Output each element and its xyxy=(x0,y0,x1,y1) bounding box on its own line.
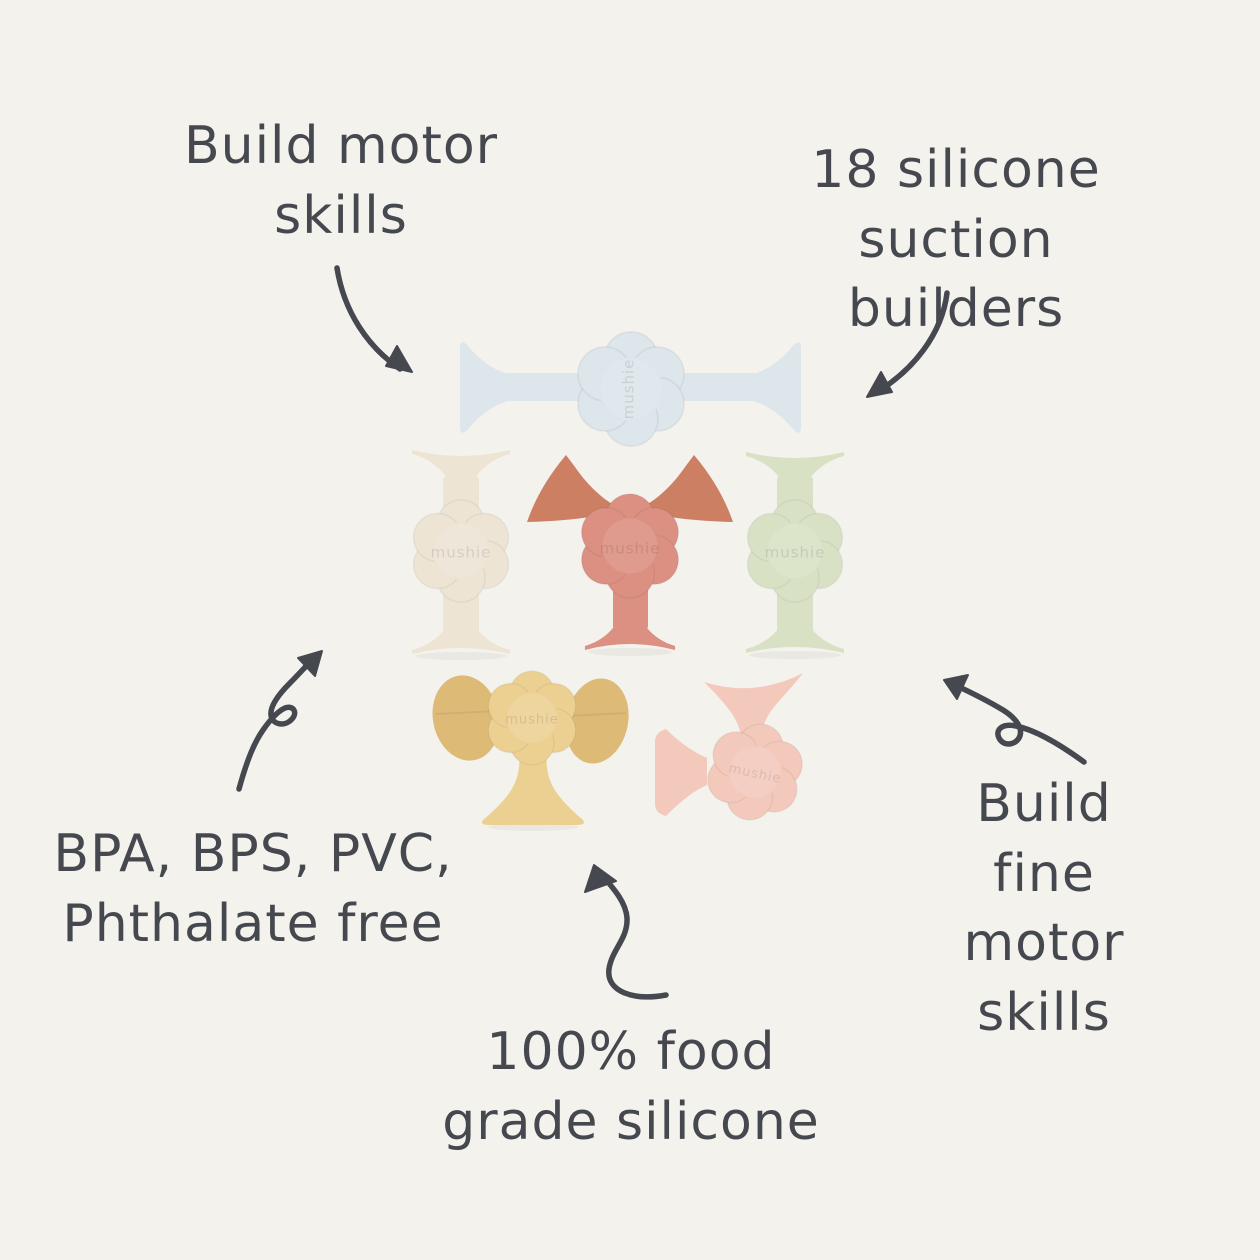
embossed-logo-text: mushie xyxy=(620,359,638,420)
label-build-fine-motor-skills: Build fine motor skills xyxy=(963,774,1125,1044)
shadow xyxy=(749,651,841,659)
suction-cup-bottom xyxy=(584,607,676,650)
toy-winged-builder-coral: mushie xyxy=(527,455,733,650)
cup-seam-line xyxy=(435,710,498,715)
stem-and-base-cup xyxy=(481,748,585,825)
suction-cup-up xyxy=(704,673,803,736)
suction-cup-wing-left xyxy=(527,455,614,522)
toy-bar-builder-blue: mushie xyxy=(460,331,801,447)
arrow-head xyxy=(866,371,893,398)
shadow xyxy=(588,648,672,656)
curved-arrow-bpa-free-icon xyxy=(236,650,323,792)
arrow-head xyxy=(297,650,323,677)
curved-arrow-build-motor-icon xyxy=(334,265,413,373)
label-18-silicone-suction-builders: 18 silicone suction builders xyxy=(811,140,1101,340)
arrow-shaft xyxy=(872,290,950,396)
suction-cup-top xyxy=(412,450,510,493)
toy-side-cup-builder-yellow: mushie xyxy=(432,670,629,825)
curved-arrow-food-grade-icon xyxy=(584,864,669,1000)
suction-cup-side-left xyxy=(432,675,500,761)
embossed-logo-text: mushie xyxy=(505,713,559,728)
suction-cup-bottom xyxy=(412,611,510,654)
shadow xyxy=(415,652,507,660)
suction-cup-left xyxy=(655,729,707,816)
arrow-head xyxy=(943,674,969,700)
arrow-head xyxy=(385,345,413,373)
arrow-shaft xyxy=(952,682,1087,765)
embossed-logo-text: mushie xyxy=(431,544,492,562)
arrow-shaft xyxy=(599,872,669,1000)
arrow-shaft xyxy=(334,265,403,372)
label-bpa-bps-pvc-phthalate-free: BPA, BPS, PVC, Phthalate free xyxy=(53,824,453,954)
suction-cup-left xyxy=(460,342,508,433)
toy-spool-builder-cream: mushie xyxy=(412,450,510,654)
suction-cup-top xyxy=(746,452,844,495)
toy-spool-builder-sage: mushie xyxy=(746,452,844,653)
label-100-food-grade-silicone: 100% food grade silicone xyxy=(442,1022,820,1152)
curved-arrow-fine-motor-icon xyxy=(943,674,1087,765)
toy-tilted-builder-pink: mushie xyxy=(655,673,810,830)
label-build-motor-skills: Build motor skills xyxy=(183,116,499,246)
suction-cup-right xyxy=(753,342,801,433)
embossed-logo-text: mushie xyxy=(765,544,826,562)
arrow-head xyxy=(584,864,617,893)
arrow-shaft xyxy=(236,655,317,792)
curved-arrow-suction-builders-icon xyxy=(866,290,950,398)
suction-cup-side-right xyxy=(565,678,629,764)
cup-seam-line xyxy=(568,712,627,717)
suction-cup-bottom xyxy=(746,610,844,653)
embossed-logo-text: mushie xyxy=(600,540,661,558)
